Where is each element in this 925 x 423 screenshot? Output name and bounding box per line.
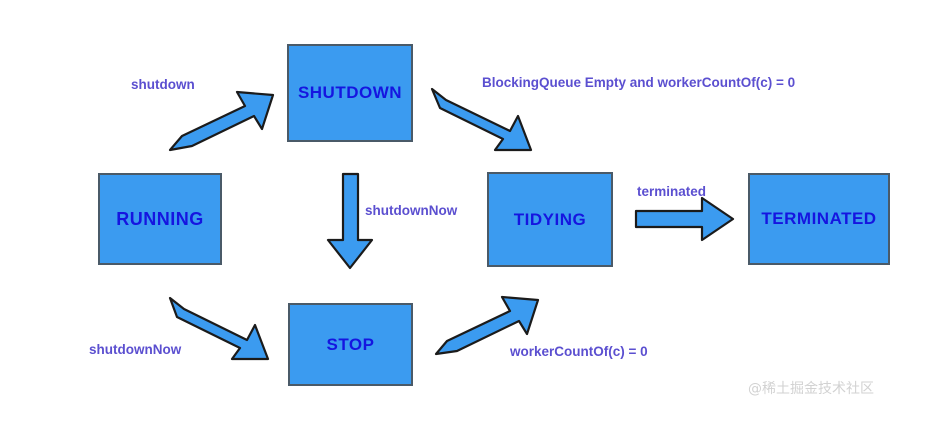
state-label-running: RUNNING	[116, 208, 204, 229]
transition-label-running-to-stop: shutdownNow	[89, 342, 182, 357]
state-label-terminated: TERMINATED	[761, 209, 877, 229]
arrow-running-to-shutdown	[168, 90, 275, 152]
arrow-running-to-stop	[168, 296, 270, 361]
transition-label-shutdown-to-stop: shutdownNow	[365, 203, 458, 218]
state-box-running[interactable]: RUNNING	[98, 173, 222, 265]
state-box-shutdown[interactable]: SHUTDOWN	[287, 44, 413, 142]
transition-label-shutdown-to-tidying: BlockingQueue Empty and workerCountOf(c)…	[482, 75, 796, 90]
transition-label-stop-to-tidying: workerCountOf(c) = 0	[510, 344, 648, 359]
arrow-tidying-to-terminated	[634, 196, 735, 242]
state-box-terminated[interactable]: TERMINATED	[748, 173, 890, 265]
transition-label-tidying-to-terminated: terminated	[637, 184, 707, 199]
transition-label-running-to-shutdown: shutdown	[131, 77, 195, 92]
state-box-tidying[interactable]: TIDYING	[487, 172, 613, 267]
arrow-stop-to-tidying	[434, 295, 540, 356]
state-label-shutdown: SHUTDOWN	[297, 83, 403, 103]
arrow-shutdown-to-tidying	[430, 87, 533, 152]
state-label-stop: STOP	[326, 334, 375, 354]
arrow-shutdown-to-stop	[326, 172, 374, 270]
state-label-tidying: TIDYING	[513, 209, 587, 229]
watermark: @稀土掘金技术社区	[748, 381, 874, 397]
state-box-stop[interactable]: STOP	[288, 303, 413, 386]
